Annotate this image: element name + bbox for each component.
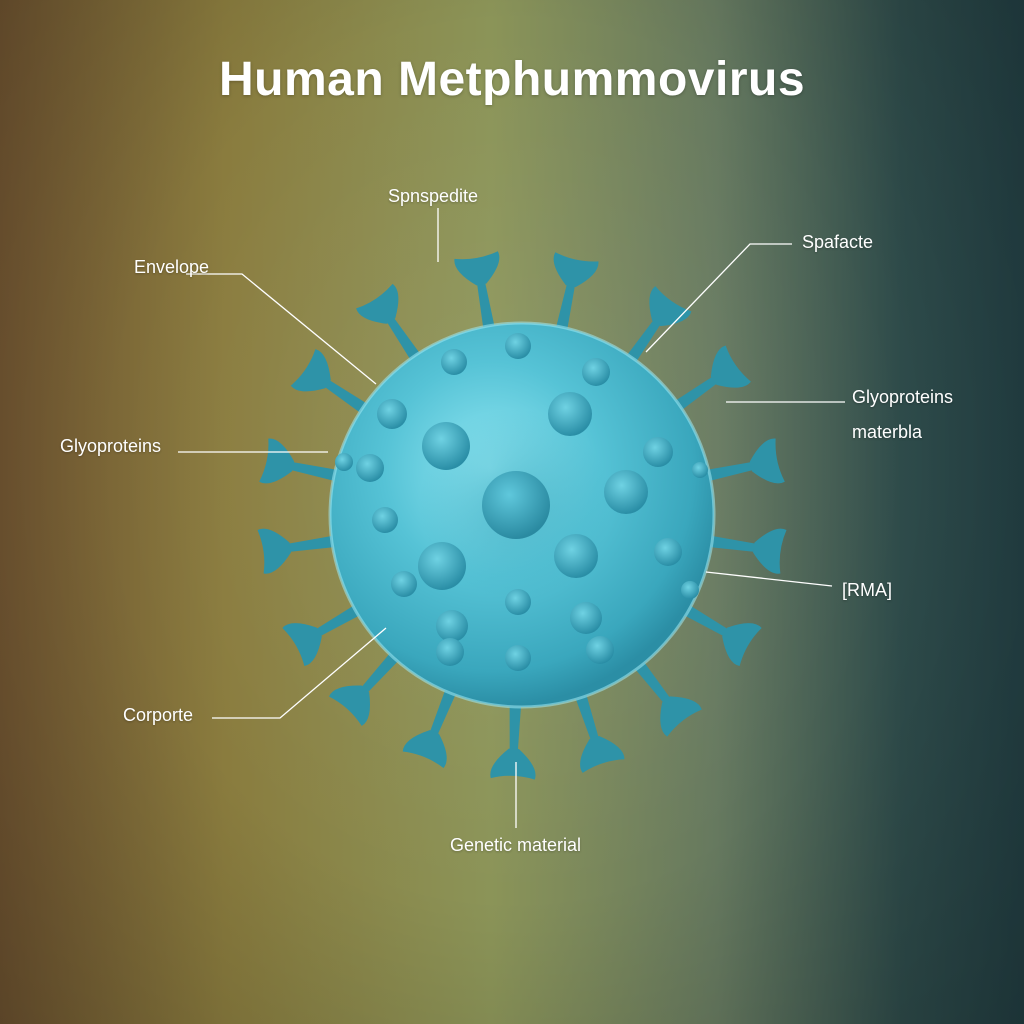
surface-bump xyxy=(586,636,614,664)
surface-bump xyxy=(436,610,468,642)
surface-bump xyxy=(582,358,610,386)
envelope-rim xyxy=(328,321,716,709)
leader-line-spafacte xyxy=(645,243,792,353)
label-genetic-material: Genetic material xyxy=(450,835,582,855)
spike-protein xyxy=(454,251,500,337)
spike-protein xyxy=(701,528,787,574)
surface-bump xyxy=(356,454,384,482)
label-corporte: Corporte xyxy=(123,705,194,725)
surface-bump xyxy=(604,470,648,514)
spike-protein xyxy=(572,686,625,773)
label-spnspedite: Spnspedite xyxy=(388,186,479,206)
surface-bump xyxy=(391,571,417,597)
leader-lines xyxy=(178,208,845,828)
surface-bump xyxy=(570,602,602,634)
spike-protein xyxy=(402,681,460,769)
leader-line-corporte xyxy=(212,627,387,719)
surface-bump xyxy=(554,534,598,578)
label-glyoproteins-left: Glyoproteins xyxy=(60,436,162,456)
surface-bump xyxy=(505,333,531,359)
spike-protein xyxy=(257,528,343,574)
surface-bump xyxy=(335,453,353,471)
surface-bump xyxy=(422,422,470,470)
spike-protein xyxy=(698,438,785,484)
spike-protein xyxy=(259,438,346,484)
surface-bump xyxy=(441,349,467,375)
label-materbla: materbla xyxy=(852,422,923,442)
leader-line-envelope xyxy=(186,273,377,385)
surface-bump xyxy=(372,507,398,533)
label-rma: [RMA] xyxy=(842,580,893,600)
surface-bump xyxy=(505,589,531,615)
surface-glycoproteins xyxy=(335,333,708,671)
surface-bump xyxy=(418,542,466,590)
surface-bump xyxy=(377,399,407,429)
genetic-core xyxy=(482,471,550,539)
surface-bump xyxy=(681,581,699,599)
spike-protein xyxy=(490,696,536,780)
label-envelope: Envelope xyxy=(134,257,210,277)
spike-protein xyxy=(553,252,599,339)
surface-bump xyxy=(692,462,708,478)
surface-bump xyxy=(548,392,592,436)
surface-bump xyxy=(505,645,531,671)
surface-bump xyxy=(643,437,673,467)
label-spafacte: Spafacte xyxy=(802,232,874,252)
leader-line-rma xyxy=(705,571,833,587)
label-glyoproteins-right: Glyoproteins xyxy=(852,387,954,407)
surface-bump xyxy=(654,538,682,566)
surface-bump xyxy=(436,638,464,666)
diagram-title: Human Metphummovirus xyxy=(218,53,806,106)
